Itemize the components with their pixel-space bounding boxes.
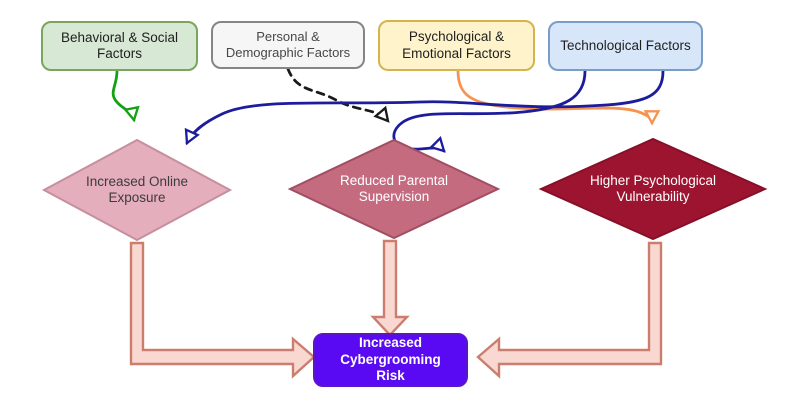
- block-arrow-exposure-to-risk: [129, 241, 316, 379]
- label-increased-online-exposure: Increased Online Exposure: [57, 162, 217, 218]
- edge-behavioral-to-exposure: [111, 69, 140, 123]
- edge-technological-to-exposure: [184, 69, 665, 146]
- label-reduced-parental-supervision: Reduced Parental Supervision: [314, 161, 474, 217]
- node-increased-cybergrooming-risk: Increased Cybergrooming Risk: [313, 333, 468, 387]
- node-label: Reduced Parental Supervision: [339, 172, 449, 204]
- block-arrow-supervision-to-risk: [370, 239, 410, 337]
- node-label: Increased Online Exposure: [85, 173, 189, 205]
- diamond-increased-online-exposure: [41, 138, 233, 242]
- block-arrow-vulnerability-to-risk: [476, 241, 663, 379]
- node-technological-factors: Technological Factors: [548, 21, 703, 71]
- node-label: Psychological & Emotional Factors: [402, 29, 511, 61]
- node-label: Increased Cybergrooming Risk: [340, 334, 441, 384]
- node-personal-demographic-factors: Personal & Demographic Factors: [211, 21, 365, 69]
- node-label: Personal & Demographic Factors: [225, 29, 351, 60]
- node-label: Technological Factors: [560, 37, 691, 53]
- edge-technological-to-supervision: [392, 69, 587, 153]
- node-label: Higher Psychological Vulnerability: [589, 172, 717, 204]
- node-label: Behavioral & Social Factors: [60, 29, 179, 61]
- diamond-reduced-parental-supervision: [287, 138, 501, 240]
- edge-personal-to-supervision: [286, 67, 390, 123]
- node-behavioral-social-factors: Behavioral & Social Factors: [41, 21, 198, 71]
- edge-psychological-to-vulnerability: [456, 69, 661, 126]
- node-psychological-emotional-factors: Psychological & Emotional Factors: [378, 20, 535, 71]
- diamond-higher-psychological-vulnerability: [538, 137, 768, 241]
- label-higher-psychological-vulnerability: Higher Psychological Vulnerability: [563, 161, 743, 217]
